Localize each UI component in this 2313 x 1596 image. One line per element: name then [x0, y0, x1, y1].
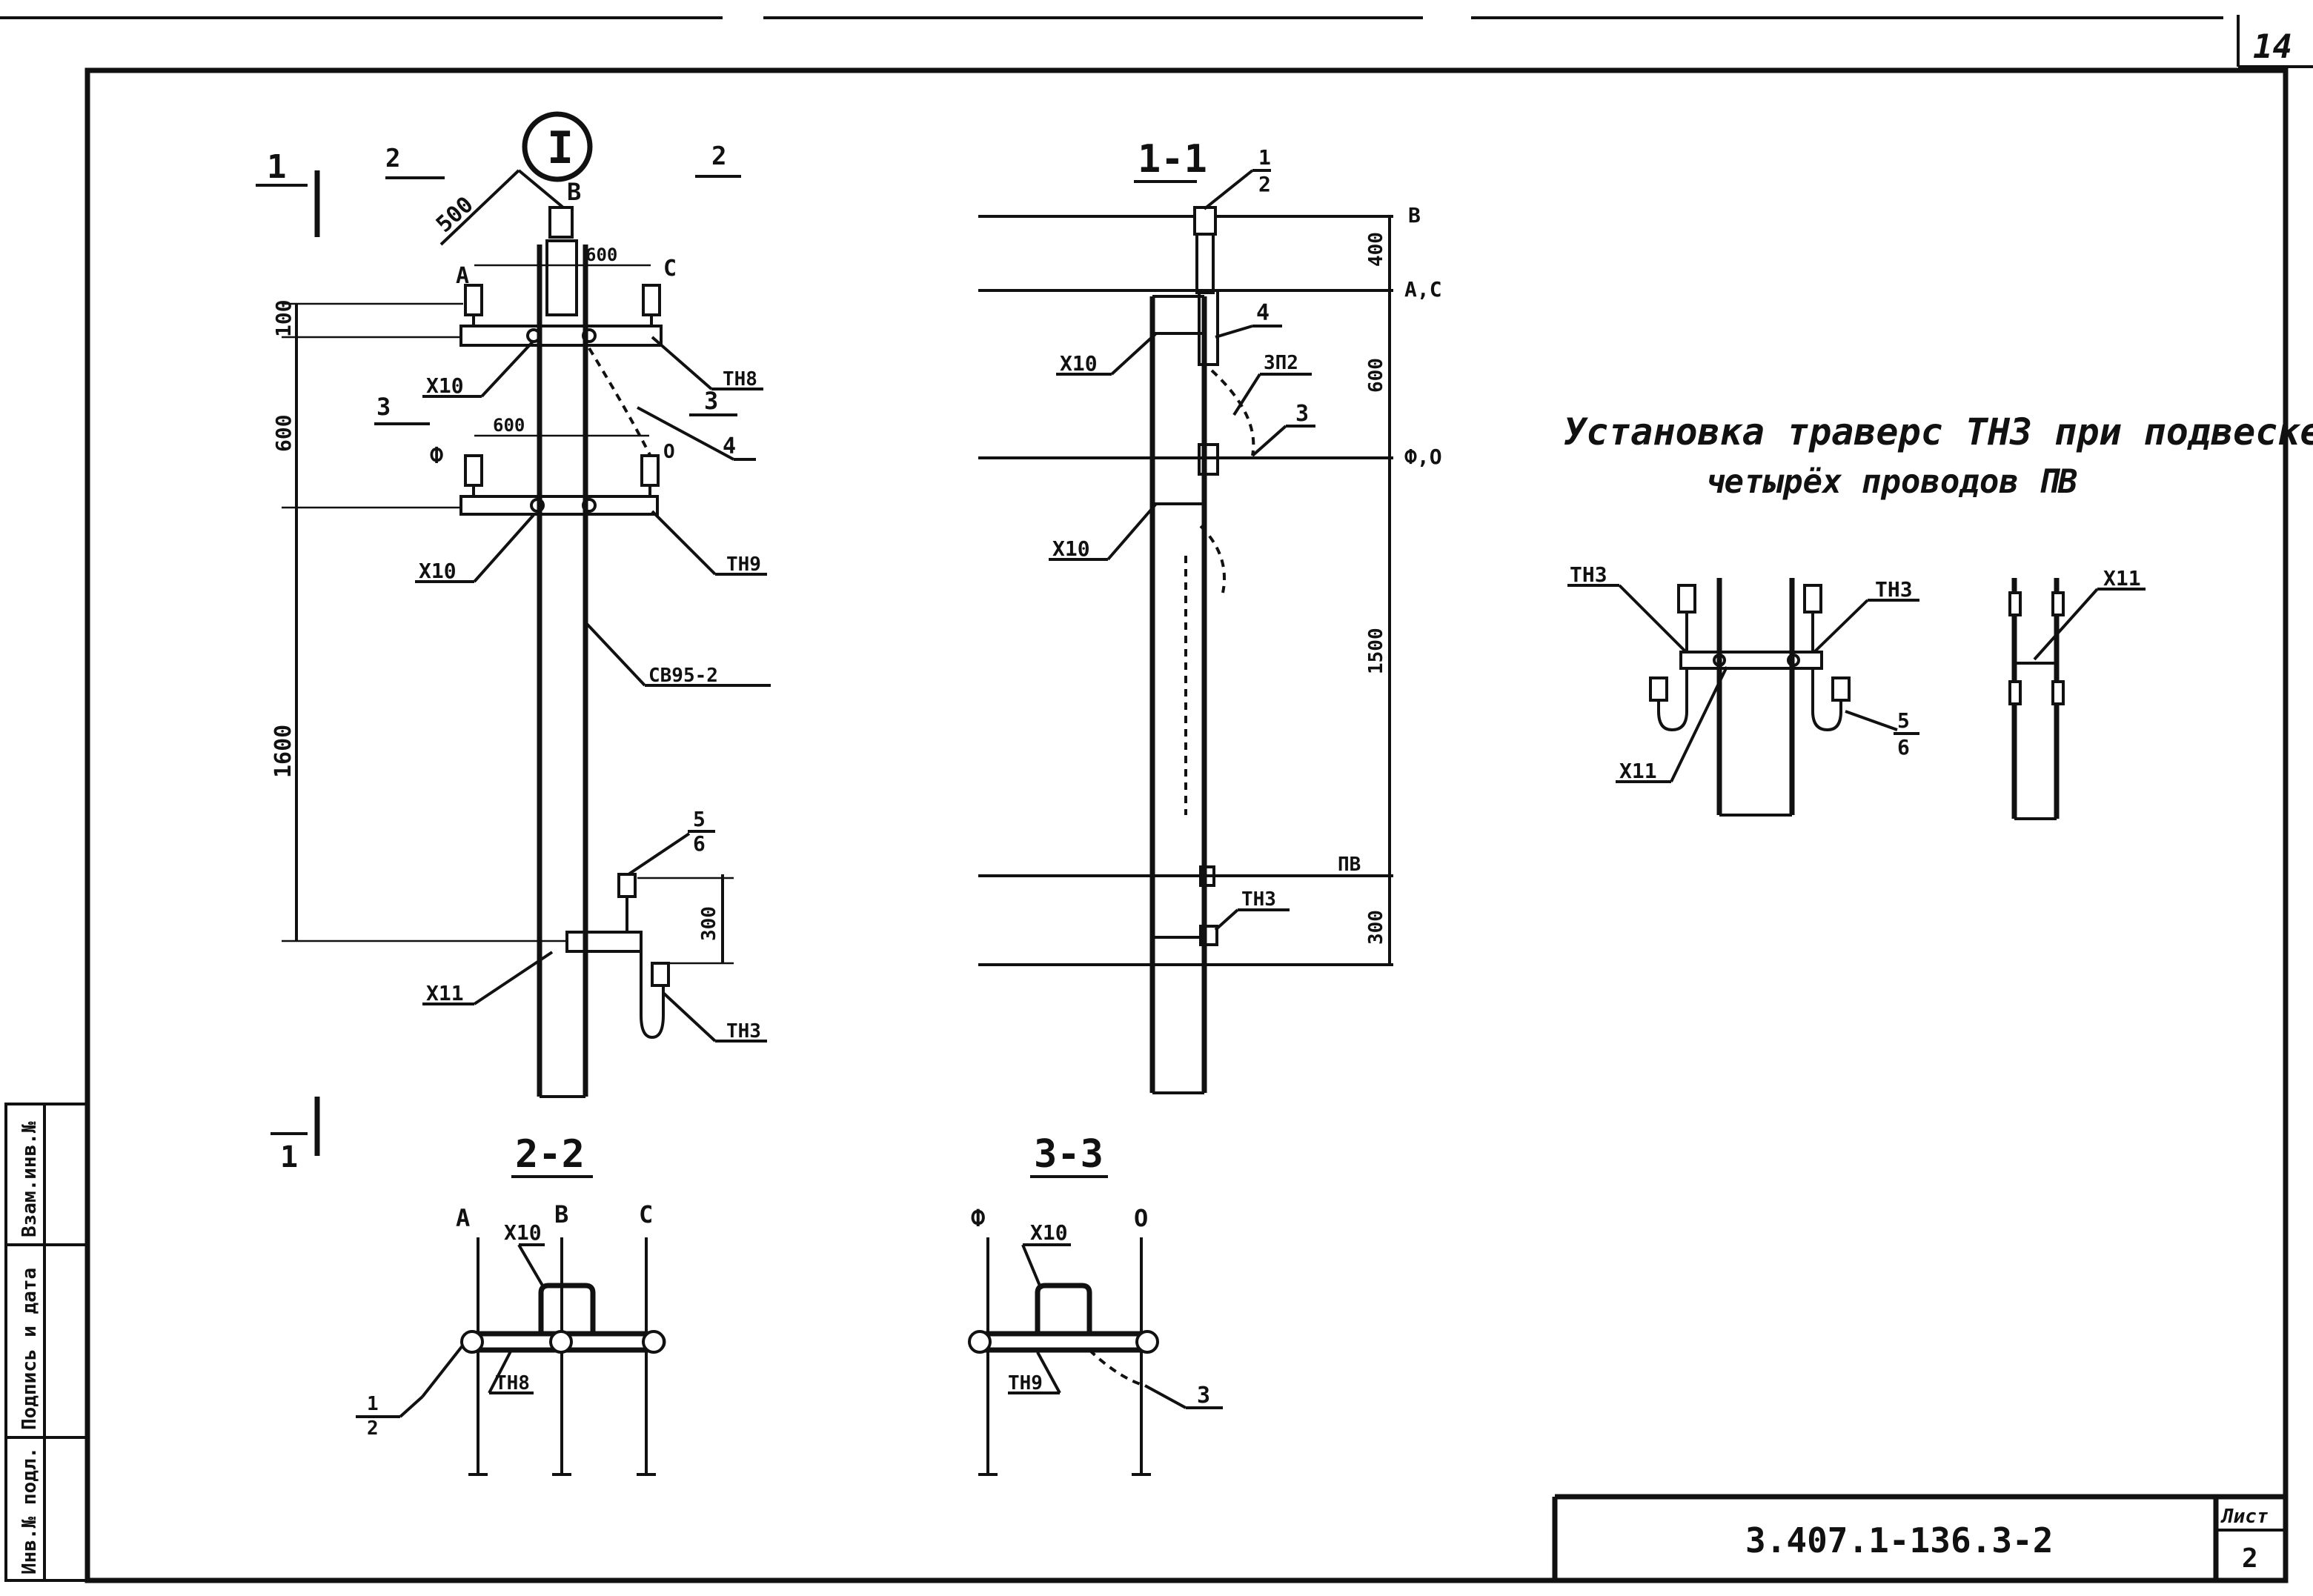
phase-f-top: Ф: [430, 443, 443, 469]
s33-label-3: 3: [1197, 1383, 1210, 1409]
s11-label-3: 3: [1295, 401, 1309, 427]
s11-label-x10-upper: Х10: [1060, 351, 1098, 376]
top-sheet-number: 14: [2253, 28, 2292, 66]
s33-phase-o: О: [1134, 1204, 1148, 1232]
inset-heading-2: четырёх проводов ПВ: [1705, 463, 2077, 501]
main-label-tn9: ТН9: [726, 553, 761, 576]
top-edge-lines: [0, 15, 2313, 68]
side-strip-replace: Взам.инв.№: [19, 1121, 41, 1237]
s22-label-2: 2: [367, 1417, 379, 1440]
main-section-mark-1-top: 1: [267, 148, 287, 186]
s33-phase-f: Ф: [971, 1204, 985, 1232]
main-section-mark-3-right: 3: [704, 387, 718, 415]
s11-label-pv: ПВ: [1338, 854, 1361, 876]
dim-1600: 1600: [271, 725, 296, 778]
s22-label-x10: Х10: [504, 1220, 542, 1245]
title-stamp: 3.407.1-136.3-2 Лист 2: [1552, 1494, 2286, 1580]
section-3-3-title: 3-3: [1034, 1132, 1104, 1177]
inset-label-5: 5: [1897, 708, 1910, 733]
inset-tn3: Установка траверс ТН3 при подвеске четыр…: [1564, 410, 2313, 820]
main-label-5: 5: [693, 807, 706, 831]
stamp-code: 3.407.1-136.3-2: [1745, 1520, 2053, 1560]
section-2-2: 2-2 А В С Х10 ТН8 1 2: [356, 1132, 666, 1476]
s11-dim-1500: 1500: [1365, 628, 1387, 674]
stamp-sheet-no: 2: [2242, 1543, 2258, 1574]
s11-label-tn3: ТН3: [1241, 888, 1276, 911]
main-label-sv: СВ95-2: [648, 665, 718, 687]
s11-label-b: В: [1408, 203, 1421, 227]
inset-label-tn3-right: ТН3: [1875, 577, 1913, 602]
dim-600-mid: 600: [493, 415, 525, 436]
stamp-sheet-label: Лист: [2220, 1506, 2269, 1528]
dim-500: 500: [431, 192, 479, 238]
inset-heading-1: Установка траверс ТН3 при подвеске: [1564, 410, 2313, 453]
s11-label-4: 4: [1256, 300, 1270, 326]
inset-label-x11-front: Х11: [1619, 759, 1657, 783]
s11-label-x10-lower: Х10: [1052, 536, 1090, 561]
phase-o-top: О: [663, 441, 675, 463]
side-strip-sign: Подпись и дата: [19, 1268, 41, 1430]
s22-phase-a: А: [456, 1204, 470, 1232]
dim-600-left: 600: [271, 414, 296, 452]
s33-label-x10: Х10: [1030, 1220, 1068, 1245]
side-strip-inv: Инв.№ подл.: [19, 1447, 41, 1575]
s11-label-1: 1: [1258, 145, 1271, 170]
s11-label-fo: Ф,О: [1404, 445, 1442, 469]
s11-dim-600: 600: [1365, 358, 1387, 393]
s11-dim-300: 300: [1365, 910, 1387, 945]
s11-label-3p2: 3П2: [1264, 352, 1298, 374]
inset-label-tn3-left: ТН3: [1570, 562, 1607, 587]
main-section-mark-2-left: 2: [385, 144, 400, 173]
dim-300-main: 300: [698, 906, 720, 941]
main-section-mark-2-right: 2: [711, 142, 726, 171]
phase-c-top: С: [663, 256, 677, 282]
s33-label-tn9: ТН9: [1008, 1372, 1043, 1394]
main-label-6: 6: [693, 831, 706, 856]
dim-600-top: 600: [585, 245, 617, 265]
main-view: I 1 2 2 В 500 А С 600: [256, 111, 771, 1174]
main-label-tn8: ТН8: [723, 368, 757, 390]
inset-label-6: 6: [1897, 735, 1910, 759]
s11-label-ac: А,С: [1404, 277, 1442, 302]
side-strip: Инв.№ подл. Подпись и дата Взам.инв.№: [4, 1103, 89, 1582]
inset-label-x11-side: Х11: [2103, 566, 2141, 591]
main-section-mark-1-bottom: 1: [280, 1140, 298, 1174]
main-label-x11: Х11: [426, 981, 464, 1005]
section-1-1-title: 1-1: [1138, 137, 1207, 182]
dim-100: 100: [271, 299, 296, 337]
s22-phase-c: С: [639, 1200, 653, 1228]
main-label-x10-upper: Х10: [426, 373, 464, 398]
section-2-2-title: 2-2: [515, 1132, 585, 1177]
s22-label-tn8: ТН8: [495, 1372, 530, 1394]
phase-a-top: А: [456, 263, 469, 289]
phase-b-top: В: [567, 178, 581, 206]
s22-label-1: 1: [367, 1393, 379, 1415]
s22-phase-b: В: [554, 1200, 568, 1228]
s11-label-2: 2: [1258, 172, 1271, 196]
main-label-4: 4: [723, 433, 736, 459]
node-mark: I: [547, 122, 574, 174]
main-section-mark-3-left: 3: [376, 393, 391, 421]
s11-dim-400: 400: [1365, 232, 1387, 267]
section-1-1: 1-1 В А,С Ф,О ПВ 400 600 1500 300: [978, 137, 1442, 1094]
section-3-3: 3-3 Ф О Х10 ТН9 3: [968, 1132, 1223, 1476]
main-label-x10-lower: Х10: [419, 559, 457, 583]
frame-border: [84, 67, 2289, 1583]
main-label-tn3: ТН3: [726, 1020, 761, 1043]
